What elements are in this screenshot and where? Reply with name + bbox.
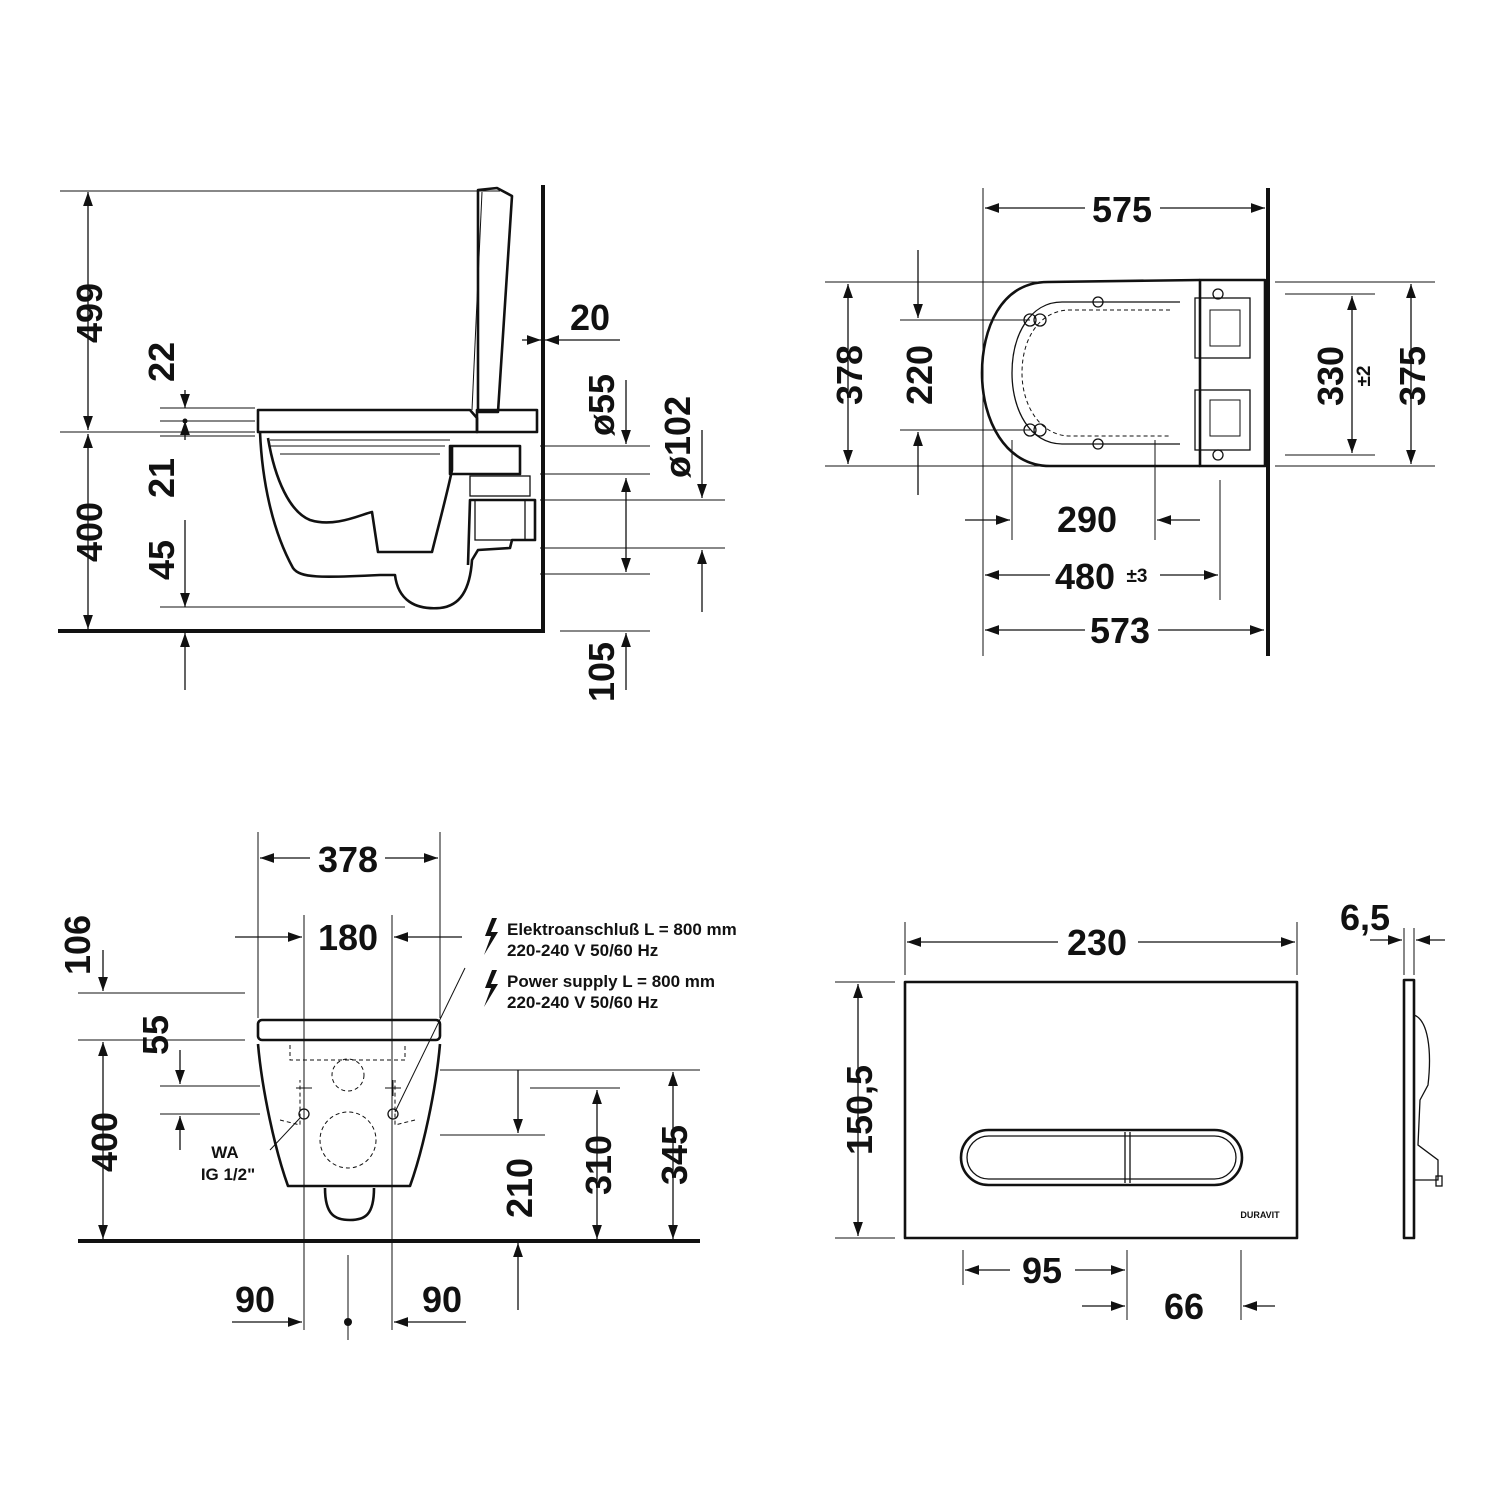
dim-90-left: 90 (235, 1279, 275, 1320)
flush-plate-side (1402, 978, 1416, 1240)
dim-66: 66 (1164, 1286, 1204, 1327)
dim-105: 105 (581, 642, 622, 702)
wa-thread-label: IG 1/2" (201, 1165, 255, 1184)
dim-330-tolerance: ±2 (1354, 366, 1375, 387)
dim-499: 499 (69, 283, 110, 343)
flush-button-outer (959, 1128, 1244, 1187)
power-note-de-line1: Elektroanschluß L = 800 mm (507, 920, 737, 939)
front-view: 378 180 106 55 400 WA (57, 832, 737, 1340)
dim-90-right: 90 (422, 1279, 462, 1320)
dim-480: 480 (1055, 556, 1115, 597)
power-note-de-line2: 220-240 V 50/60 Hz (507, 941, 658, 960)
power-note-en-line2: 220-240 V 50/60 Hz (507, 993, 658, 1012)
dim-150-5: 150,5 (839, 1065, 880, 1155)
dim-573: 573 (1090, 610, 1150, 651)
dim-375: 375 (1392, 346, 1433, 406)
dim-345: 345 (654, 1125, 695, 1185)
wa-label: WA (211, 1143, 238, 1162)
dim-330: 330 (1310, 346, 1351, 406)
dim-378-top: 378 (829, 345, 870, 405)
lid-upright (476, 186, 514, 414)
dim-22: 22 (141, 342, 182, 382)
dim-575: 575 (1092, 189, 1152, 230)
dim-21: 21 (141, 458, 182, 498)
dim-400-front: 400 (84, 1112, 125, 1172)
dim-d102: ø102 (657, 396, 698, 478)
bowl-inner (266, 437, 454, 554)
brand-logo: DURAVIT (1240, 1210, 1280, 1220)
dim-d55: ø55 (581, 374, 622, 436)
dim-55-front: 55 (135, 1015, 176, 1055)
dim-106: 106 (57, 915, 98, 975)
seat-front (256, 1018, 442, 1042)
dim-45: 45 (141, 540, 182, 580)
dim-180: 180 (318, 917, 378, 958)
side-view: 499 400 22 21 45 20 (58, 185, 725, 702)
dim-400: 400 (69, 502, 110, 562)
dim-220: 220 (899, 345, 940, 405)
bowl-front (256, 1043, 442, 1188)
top-view: 575 378 220 330 ±2 (825, 188, 1435, 656)
flush-button-inner (966, 1135, 1237, 1180)
flush-plate-view: DURAVIT 230 150,5 95 66 6,5 (835, 897, 1445, 1327)
bowl-top-outline (980, 278, 1201, 468)
lightning-icon (484, 918, 498, 955)
seat-opening (1011, 301, 1180, 445)
dim-290: 290 (1057, 499, 1117, 540)
lightning-icon (484, 970, 498, 1007)
dim-230: 230 (1067, 922, 1127, 963)
dim-210: 210 (499, 1158, 540, 1218)
power-note-en-line1: Power supply L = 800 mm (507, 972, 715, 991)
dim-95: 95 (1022, 1250, 1062, 1291)
dim-480-tolerance: ±3 (1127, 566, 1148, 587)
dim-20: 20 (570, 297, 610, 338)
dim-378-front: 378 (318, 839, 378, 880)
flush-plate (903, 980, 1299, 1240)
dim-310: 310 (578, 1135, 619, 1195)
dim-6-5: 6,5 (1340, 897, 1390, 938)
